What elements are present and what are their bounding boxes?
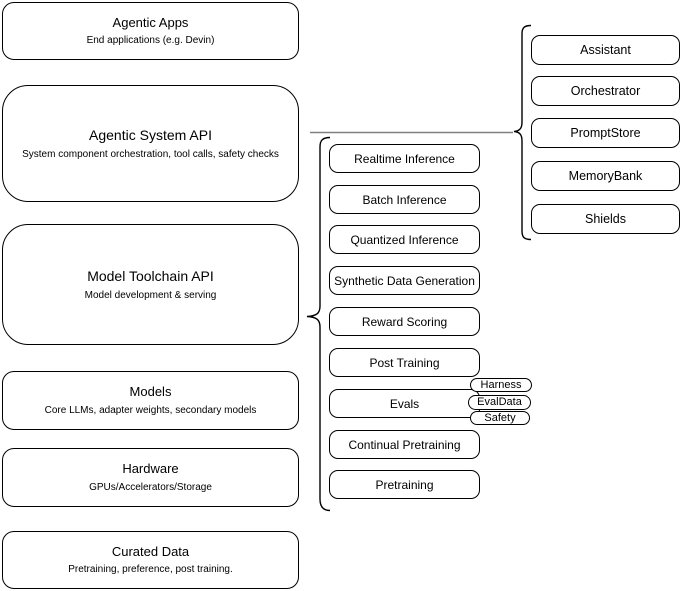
layer-subtitle: GPUs/Accelerators/Storage bbox=[89, 481, 212, 493]
toolchain-box-batch-inference: Batch Inference bbox=[329, 185, 480, 214]
layer-title: Model Toolchain API bbox=[87, 268, 214, 285]
component-label: MemoryBank bbox=[568, 169, 643, 183]
layer-box-models: Models Core LLMs, adapter weights, secon… bbox=[2, 371, 299, 430]
toolchain-box-continual-pretraining: Continual Pretraining bbox=[329, 430, 480, 459]
eval-tag-label: Harness bbox=[480, 378, 522, 391]
toolchain-label: Batch Inference bbox=[362, 192, 447, 207]
toolchain-box-post-training: Post Training bbox=[329, 348, 480, 377]
layer-subtitle: Pretraining, preference, post training. bbox=[68, 564, 233, 576]
component-box-orchestrator: Orchestrator bbox=[531, 76, 680, 106]
layer-box-agentic-apps: Agentic Apps End applications (e.g. Devi… bbox=[2, 2, 299, 60]
toolchain-box-quantized-inference: Quantized Inference bbox=[329, 225, 480, 254]
layer-subtitle: System component orchestration, tool cal… bbox=[22, 148, 279, 160]
toolchain-label: Continual Pretraining bbox=[348, 437, 461, 452]
component-label: Shields bbox=[585, 212, 626, 226]
component-box-promptstore: PromptStore bbox=[531, 118, 680, 148]
toolchain-label: Synthetic Data Generation bbox=[334, 273, 475, 288]
component-box-shields: Shields bbox=[531, 204, 680, 234]
components-bracket bbox=[513, 24, 532, 241]
layer-subtitle: End applications (e.g. Devin) bbox=[86, 35, 215, 47]
layer-subtitle: Model development & serving bbox=[84, 289, 217, 301]
toolchain-box-synthetic-data-generation: Synthetic Data Generation bbox=[329, 266, 480, 295]
layer-box-agentic-system-api: Agentic System API System component orch… bbox=[2, 85, 299, 202]
component-label: Assistant bbox=[580, 43, 631, 57]
toolchain-label: Reward Scoring bbox=[361, 314, 448, 329]
eval-tag-label: EvalData bbox=[477, 396, 522, 408]
toolchain-label: Quantized Inference bbox=[350, 232, 459, 247]
toolchain-box-evals: Evals bbox=[329, 389, 480, 418]
toolchain-box-pretraining: Pretraining bbox=[329, 470, 480, 499]
toolchain-label: Pretraining bbox=[375, 477, 434, 492]
layer-box-model-toolchain-api: Model Toolchain API Model development & … bbox=[2, 224, 299, 345]
toolchain-box-reward-scoring: Reward Scoring bbox=[329, 307, 480, 336]
layer-title: Hardware bbox=[122, 461, 179, 477]
component-box-assistant: Assistant bbox=[531, 35, 680, 65]
toolchain-label: Post Training bbox=[369, 355, 440, 370]
toolchain-label: Realtime Inference bbox=[354, 151, 455, 166]
toolchain-brace bbox=[306, 136, 331, 512]
layer-title: Agentic System API bbox=[89, 127, 212, 144]
eval-tag-harness: Harness bbox=[470, 378, 532, 392]
layer-box-curated-data: Curated Data Pretraining, preference, po… bbox=[2, 531, 299, 589]
layer-title: Agentic Apps bbox=[112, 14, 189, 30]
eval-tag-safety: Safety bbox=[470, 411, 530, 425]
toolchain-box-realtime-inference: Realtime Inference bbox=[329, 144, 480, 173]
component-label: PromptStore bbox=[570, 126, 641, 140]
layer-title: Curated Data bbox=[111, 543, 190, 559]
layer-box-hardware: Hardware GPUs/Accelerators/Storage bbox=[2, 448, 299, 507]
toolchain-label: Evals bbox=[389, 396, 420, 411]
component-label: Orchestrator bbox=[570, 84, 641, 98]
component-box-memorybank: MemoryBank bbox=[531, 161, 680, 191]
layer-title: Models bbox=[129, 384, 172, 400]
eval-tag-evaldata: EvalData bbox=[468, 395, 531, 410]
layer-subtitle: Core LLMs, adapter weights, secondary mo… bbox=[44, 404, 257, 416]
eval-tag-label: Safety bbox=[484, 411, 516, 424]
